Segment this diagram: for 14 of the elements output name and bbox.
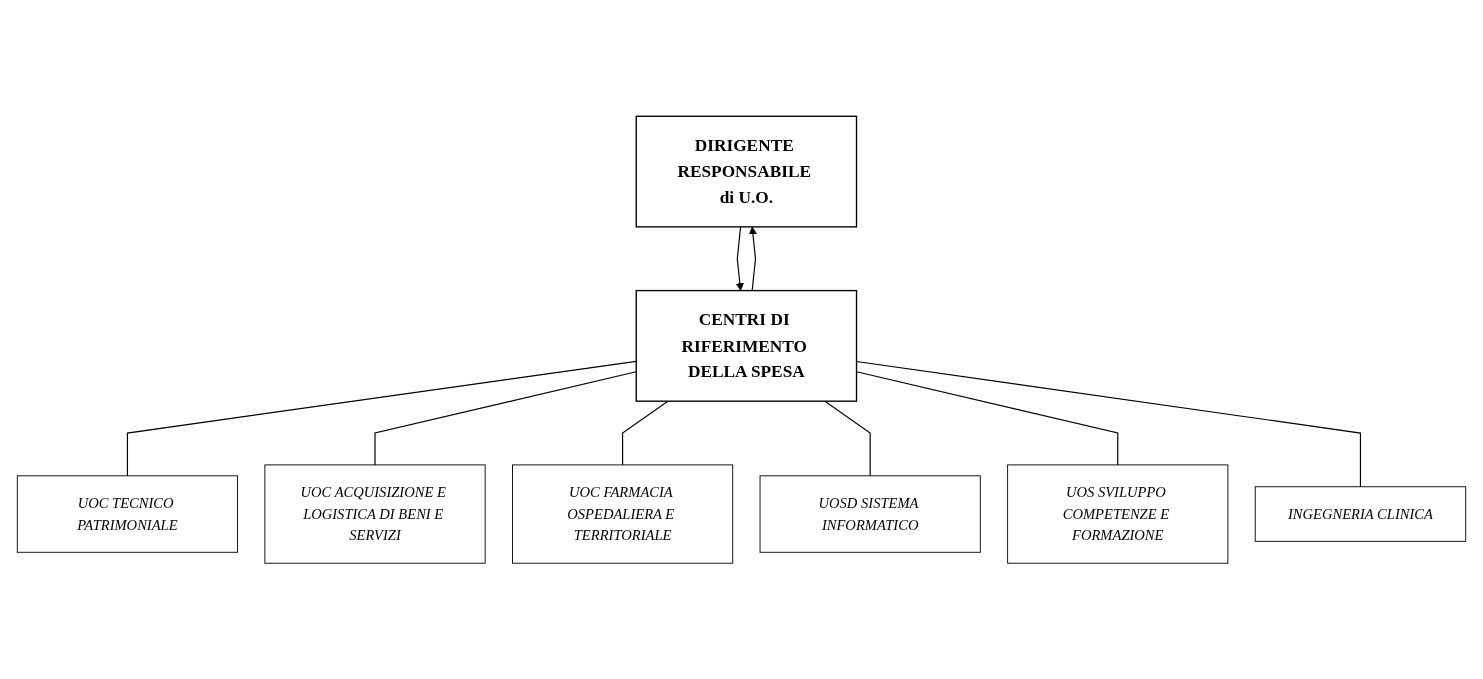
node-box: DIRIGENTE RESPONSABILE di U.O. xyxy=(635,115,858,228)
node-box: UOSD SISTEMA INFORMATICO xyxy=(759,475,981,553)
arrow xyxy=(748,226,757,291)
connector xyxy=(126,360,637,477)
connector xyxy=(622,400,669,466)
node-box: UOC ACQUISIZIONE E LOGISTICA DI BENI E SERVIZI xyxy=(264,464,486,564)
node-box: UOS SVILUPPO COMPETENZE E FORMAZIONE xyxy=(1007,464,1229,564)
node-box: INGEGNERIA CLINICA xyxy=(1254,486,1467,542)
node-box: UOC TECNICO PATRIMONIALE xyxy=(16,475,239,553)
connector xyxy=(824,400,871,477)
arrow xyxy=(735,226,744,291)
node-box: UOC FARMACIA OSPEDALIERA E TERRITORIALE xyxy=(512,464,734,564)
connector xyxy=(374,370,637,466)
node-box: CENTRI DI RIFERIMENTO DELLA SPESA xyxy=(635,289,858,402)
